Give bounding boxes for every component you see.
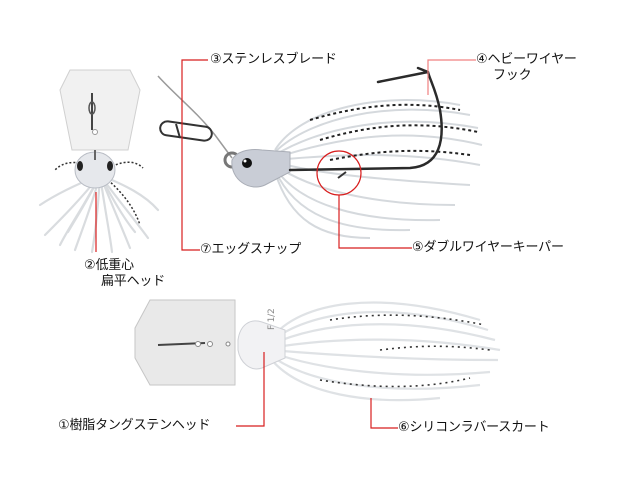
bottom-lure [134, 299, 501, 402]
label-number: ⑦ [200, 242, 212, 257]
leader-line-3-7 [181, 59, 208, 251]
hook [288, 66, 443, 172]
leader-line-4 [427, 59, 476, 95]
bottom-skirt [269, 301, 501, 402]
label-text: ヘビーワイヤー [487, 52, 577, 67]
label-number: ④ [476, 52, 488, 67]
bottom-skirt-speckles [319, 314, 491, 388]
wire [157, 75, 233, 159]
label-stainless-blade: ③ステンレスブレード [210, 52, 337, 68]
bottom-head [237, 320, 286, 370]
head-marking-weight: 1/2 [267, 308, 277, 323]
label-resin-tungsten-head: ①樹脂タングステンヘッド [58, 418, 210, 434]
label-text: シリコンラバースカート [409, 420, 550, 435]
label-egg-snap: ⑦エッグスナップ [200, 242, 301, 258]
label-low-center-head: ②低重心 扁平ヘッド [84, 258, 165, 290]
label-text-line2: フック [493, 68, 532, 83]
leader-line-6 [370, 398, 398, 429]
label-number: ② [84, 258, 96, 273]
side-view-lure [157, 66, 483, 239]
leader-line-1 [236, 352, 265, 427]
head-marking-letter: F [267, 325, 277, 330]
side-skirt-speckles [309, 103, 479, 161]
label-text: ダブルワイヤーキーパー [423, 240, 564, 255]
label-number: ③ [210, 52, 222, 67]
label-number: ⑥ [398, 420, 410, 435]
bottom-blade [134, 299, 236, 386]
label-silicone-rubber-skirt: ⑥シリコンラバースカート [398, 420, 550, 436]
label-text: 樹脂タングステンヘッド [69, 418, 211, 433]
label-number: ⑤ [412, 240, 424, 255]
leader-line-5 [338, 195, 412, 249]
egg-snap [159, 120, 213, 142]
label-text: 低重心 [95, 258, 134, 273]
head-marking: F 1/2 [264, 308, 280, 330]
front-blade [59, 69, 141, 151]
label-text: エッグスナップ [211, 242, 302, 257]
label-double-wire-keeper: ⑤ダブルワイヤーキーパー [412, 240, 564, 256]
label-text: ステンレスブレード [221, 52, 337, 67]
side-head [223, 149, 291, 188]
side-skirt [274, 99, 483, 239]
front-view-lure [38, 69, 160, 254]
label-number: ① [58, 418, 70, 433]
label-text-line2: 扁平ヘッド [101, 274, 166, 289]
leader-lines [95, 59, 476, 429]
label-heavy-wire-hook: ④ヘビーワイヤー フック [476, 52, 577, 84]
